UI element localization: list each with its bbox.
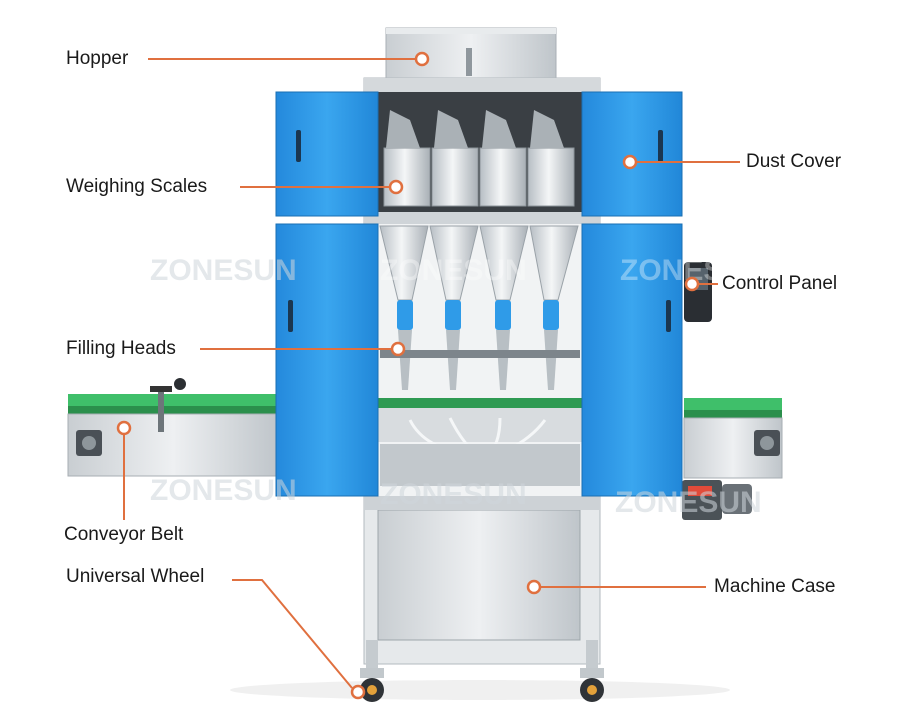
door-upper-left [275,91,379,217]
label-control-panel: Control Panel [722,273,838,294]
watermark-1: ZONESUN [150,254,297,287]
watermark-4: ZONESUN [150,474,297,507]
weighing-scale-4 [527,147,575,207]
leader-universal-wheel [232,579,353,689]
circle-marker-icon [116,420,132,436]
floor-shadow [230,680,730,700]
filling-cone-3 [479,225,529,301]
weighing-scale-3 [479,147,527,207]
label-dust-cover: Dust Cover [746,151,842,172]
label-hopper: Hopper [66,48,129,69]
markers [116,51,700,700]
watermark-6: ZONESUN [615,486,762,519]
circle-marker-icon [526,579,542,595]
circle-marker-icon [622,154,638,170]
circle-marker-icon [388,179,404,195]
leader-lines [123,58,740,689]
conveyor-right [682,398,783,520]
watermark-5: ZONESUN [380,478,527,511]
filling-cone-1 [379,225,429,301]
circle-marker-icon [414,51,430,67]
universal-wheel-right [580,668,604,702]
label-weighing-scales: Weighing Scales [66,176,208,197]
door-lower-left [275,223,379,497]
weighing-scale-1 [383,147,431,207]
universal-wheel-left [360,668,384,702]
label-universal-wheel: Universal Wheel [66,566,205,587]
machine-case [377,509,581,641]
machine-frame [363,77,601,670]
label-machine-case: Machine Case [714,576,836,597]
conveyor-left [67,378,279,477]
weighing-scale-2 [431,147,479,207]
filling-cone-4 [529,225,579,301]
label-filling-heads: Filling Heads [66,338,176,359]
circle-marker-icon [684,276,700,292]
circle-marker-icon [390,341,406,357]
door-upper-right [581,91,683,217]
watermark-2: ZONESUN [380,254,527,287]
hopper [385,27,557,79]
circle-marker-icon [350,684,366,700]
door-lower-right [581,223,683,497]
filling-cone-2 [429,225,479,301]
label-conveyor-belt: Conveyor Belt [64,524,184,545]
